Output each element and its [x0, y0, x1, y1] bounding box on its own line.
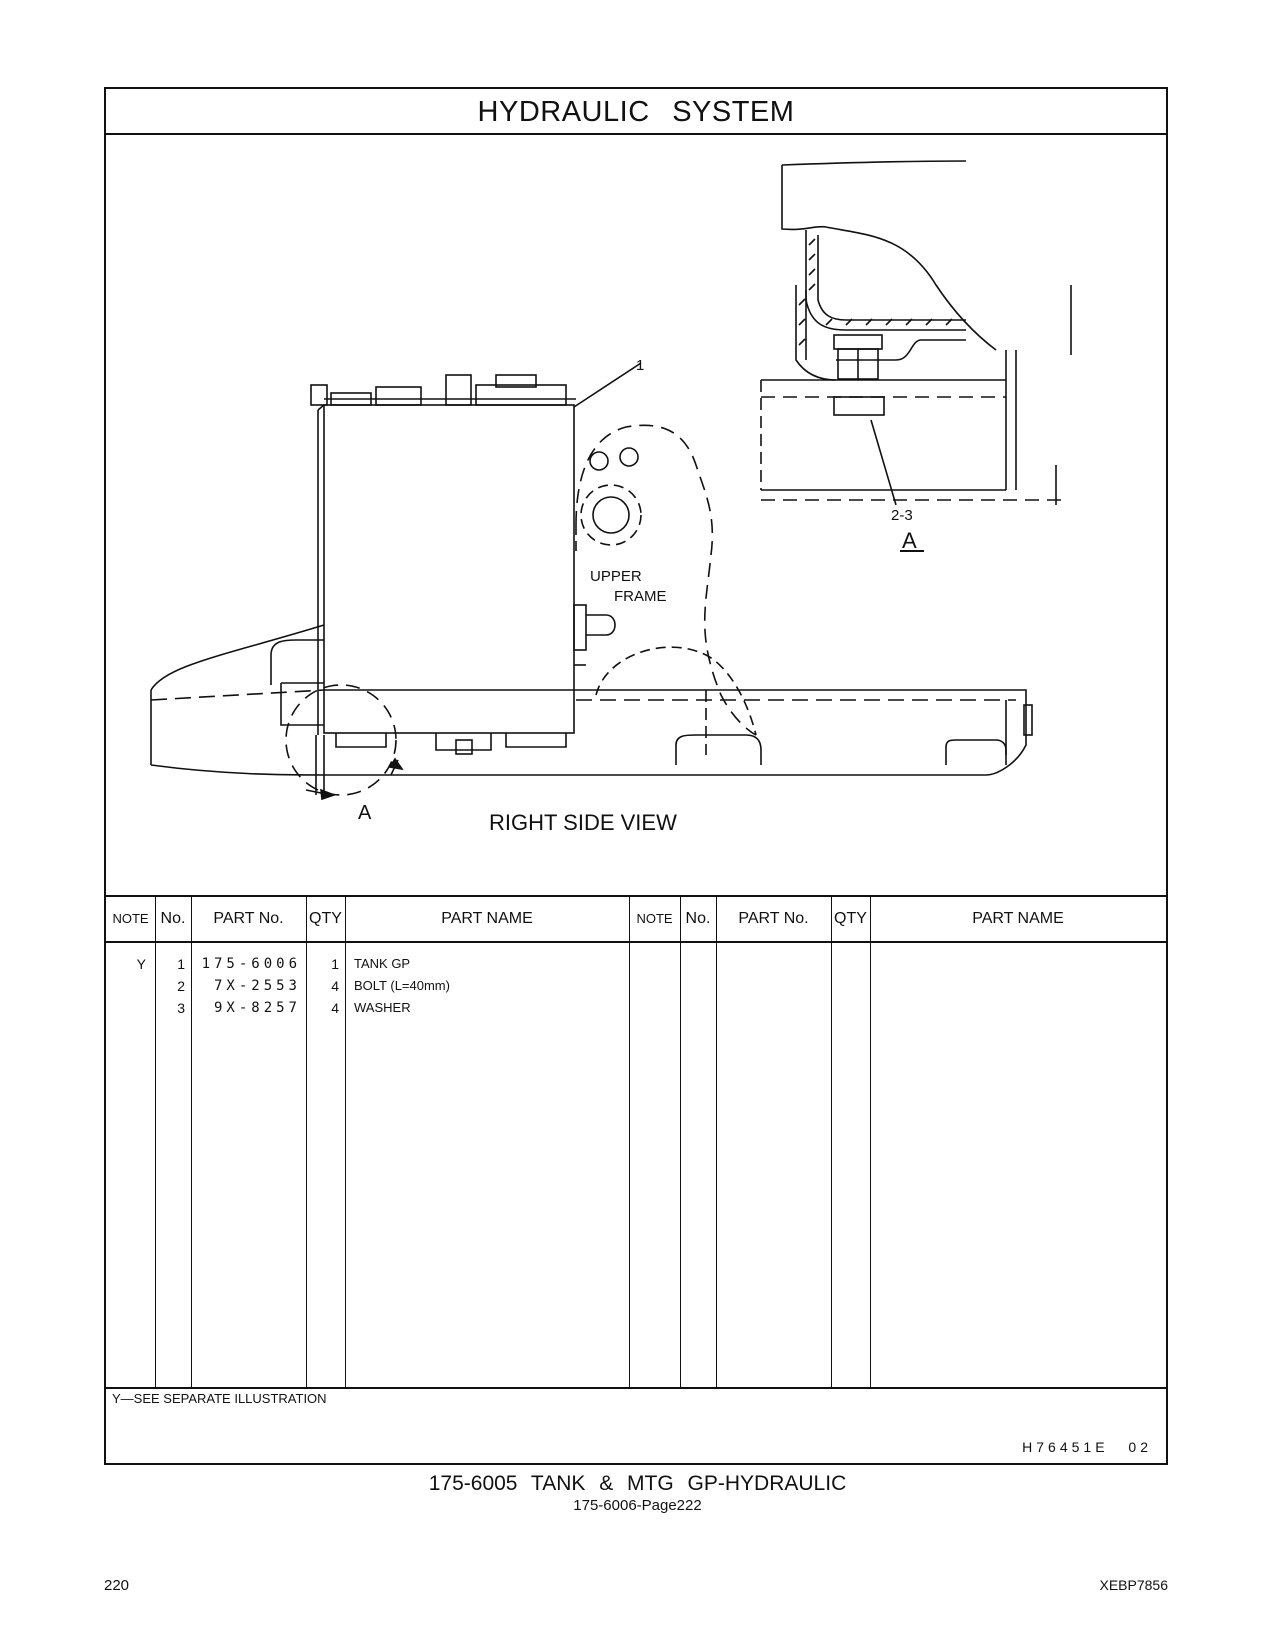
- row-2-no: 2: [177, 978, 185, 994]
- detail-a-circle: [285, 684, 397, 796]
- header-no-right: No.: [685, 910, 711, 927]
- row-1-no: 1: [177, 956, 185, 972]
- row-3-part-name: WASHER: [354, 1000, 411, 1015]
- parts-page-frame: HYDRAULIC SYSTEM: [104, 87, 1168, 1465]
- row-2-note: [106, 975, 146, 997]
- parts-illustration: 1 2-3 A UPPER FRAME A RIGHT SIDE VIEW: [106, 135, 1166, 895]
- header-part-no-right: PART No.: [738, 910, 809, 927]
- upper-frame-label-line1: UPPER: [590, 568, 642, 585]
- row-1-qty: 1: [331, 956, 339, 972]
- separate-illustration-note: Y—SEE SEPARATE ILLUSTRATION: [112, 1391, 327, 1406]
- header-no: No.: [160, 910, 186, 927]
- header-qty: QTY: [309, 910, 342, 927]
- header-note: NOTE: [112, 911, 149, 926]
- header-note-right: NOTE: [636, 911, 673, 926]
- upper-frame-label-line2: FRAME: [614, 588, 667, 605]
- group-title: 175-6005 TANK & MTG GP-HYDRAULIC: [428, 1472, 847, 1495]
- document-id: XEBP7856: [1099, 1577, 1169, 1593]
- upper-frame-outline: [575, 424, 757, 736]
- row-1-note: Y: [136, 956, 146, 972]
- row-1-part-name: TANK GP: [354, 956, 411, 971]
- callout-1-label: 1: [636, 357, 644, 374]
- detail-a-title: A: [902, 528, 917, 553]
- header-part-name: PART NAME: [441, 910, 533, 927]
- row-3-note: [106, 997, 146, 1019]
- row-2-part-no: 7X-2553: [213, 978, 301, 994]
- page-title: HYDRAULIC SYSTEM: [106, 89, 1166, 135]
- page-number: 220: [104, 1577, 130, 1594]
- row-3-no: 3: [177, 1000, 185, 1016]
- row-3-part-no: 9X-8257: [213, 1000, 301, 1016]
- hydraulic-tank-body: [323, 404, 575, 734]
- header-part-no: PART No.: [213, 910, 284, 927]
- row-3-qty: 4: [331, 1000, 339, 1016]
- callout-2-3-label: 2-3: [891, 507, 913, 524]
- row-2-part-name: BOLT (L=40mm): [354, 978, 450, 993]
- detail-a-reference: A: [358, 802, 372, 824]
- header-part-name-right: PART NAME: [972, 910, 1064, 927]
- header-qty-right: QTY: [834, 910, 867, 927]
- view-label: RIGHT SIDE VIEW: [489, 810, 677, 835]
- parts-table: NOTE No. PART No. QTY PART NAME NOTE No.…: [106, 895, 1166, 1389]
- row-1-part-no: 175-6006: [201, 956, 301, 972]
- group-subtitle: 175-6006-Page222: [573, 1497, 702, 1514]
- row-2-qty: 4: [331, 978, 339, 994]
- illustration-reference: H76451E 02: [1022, 1439, 1152, 1455]
